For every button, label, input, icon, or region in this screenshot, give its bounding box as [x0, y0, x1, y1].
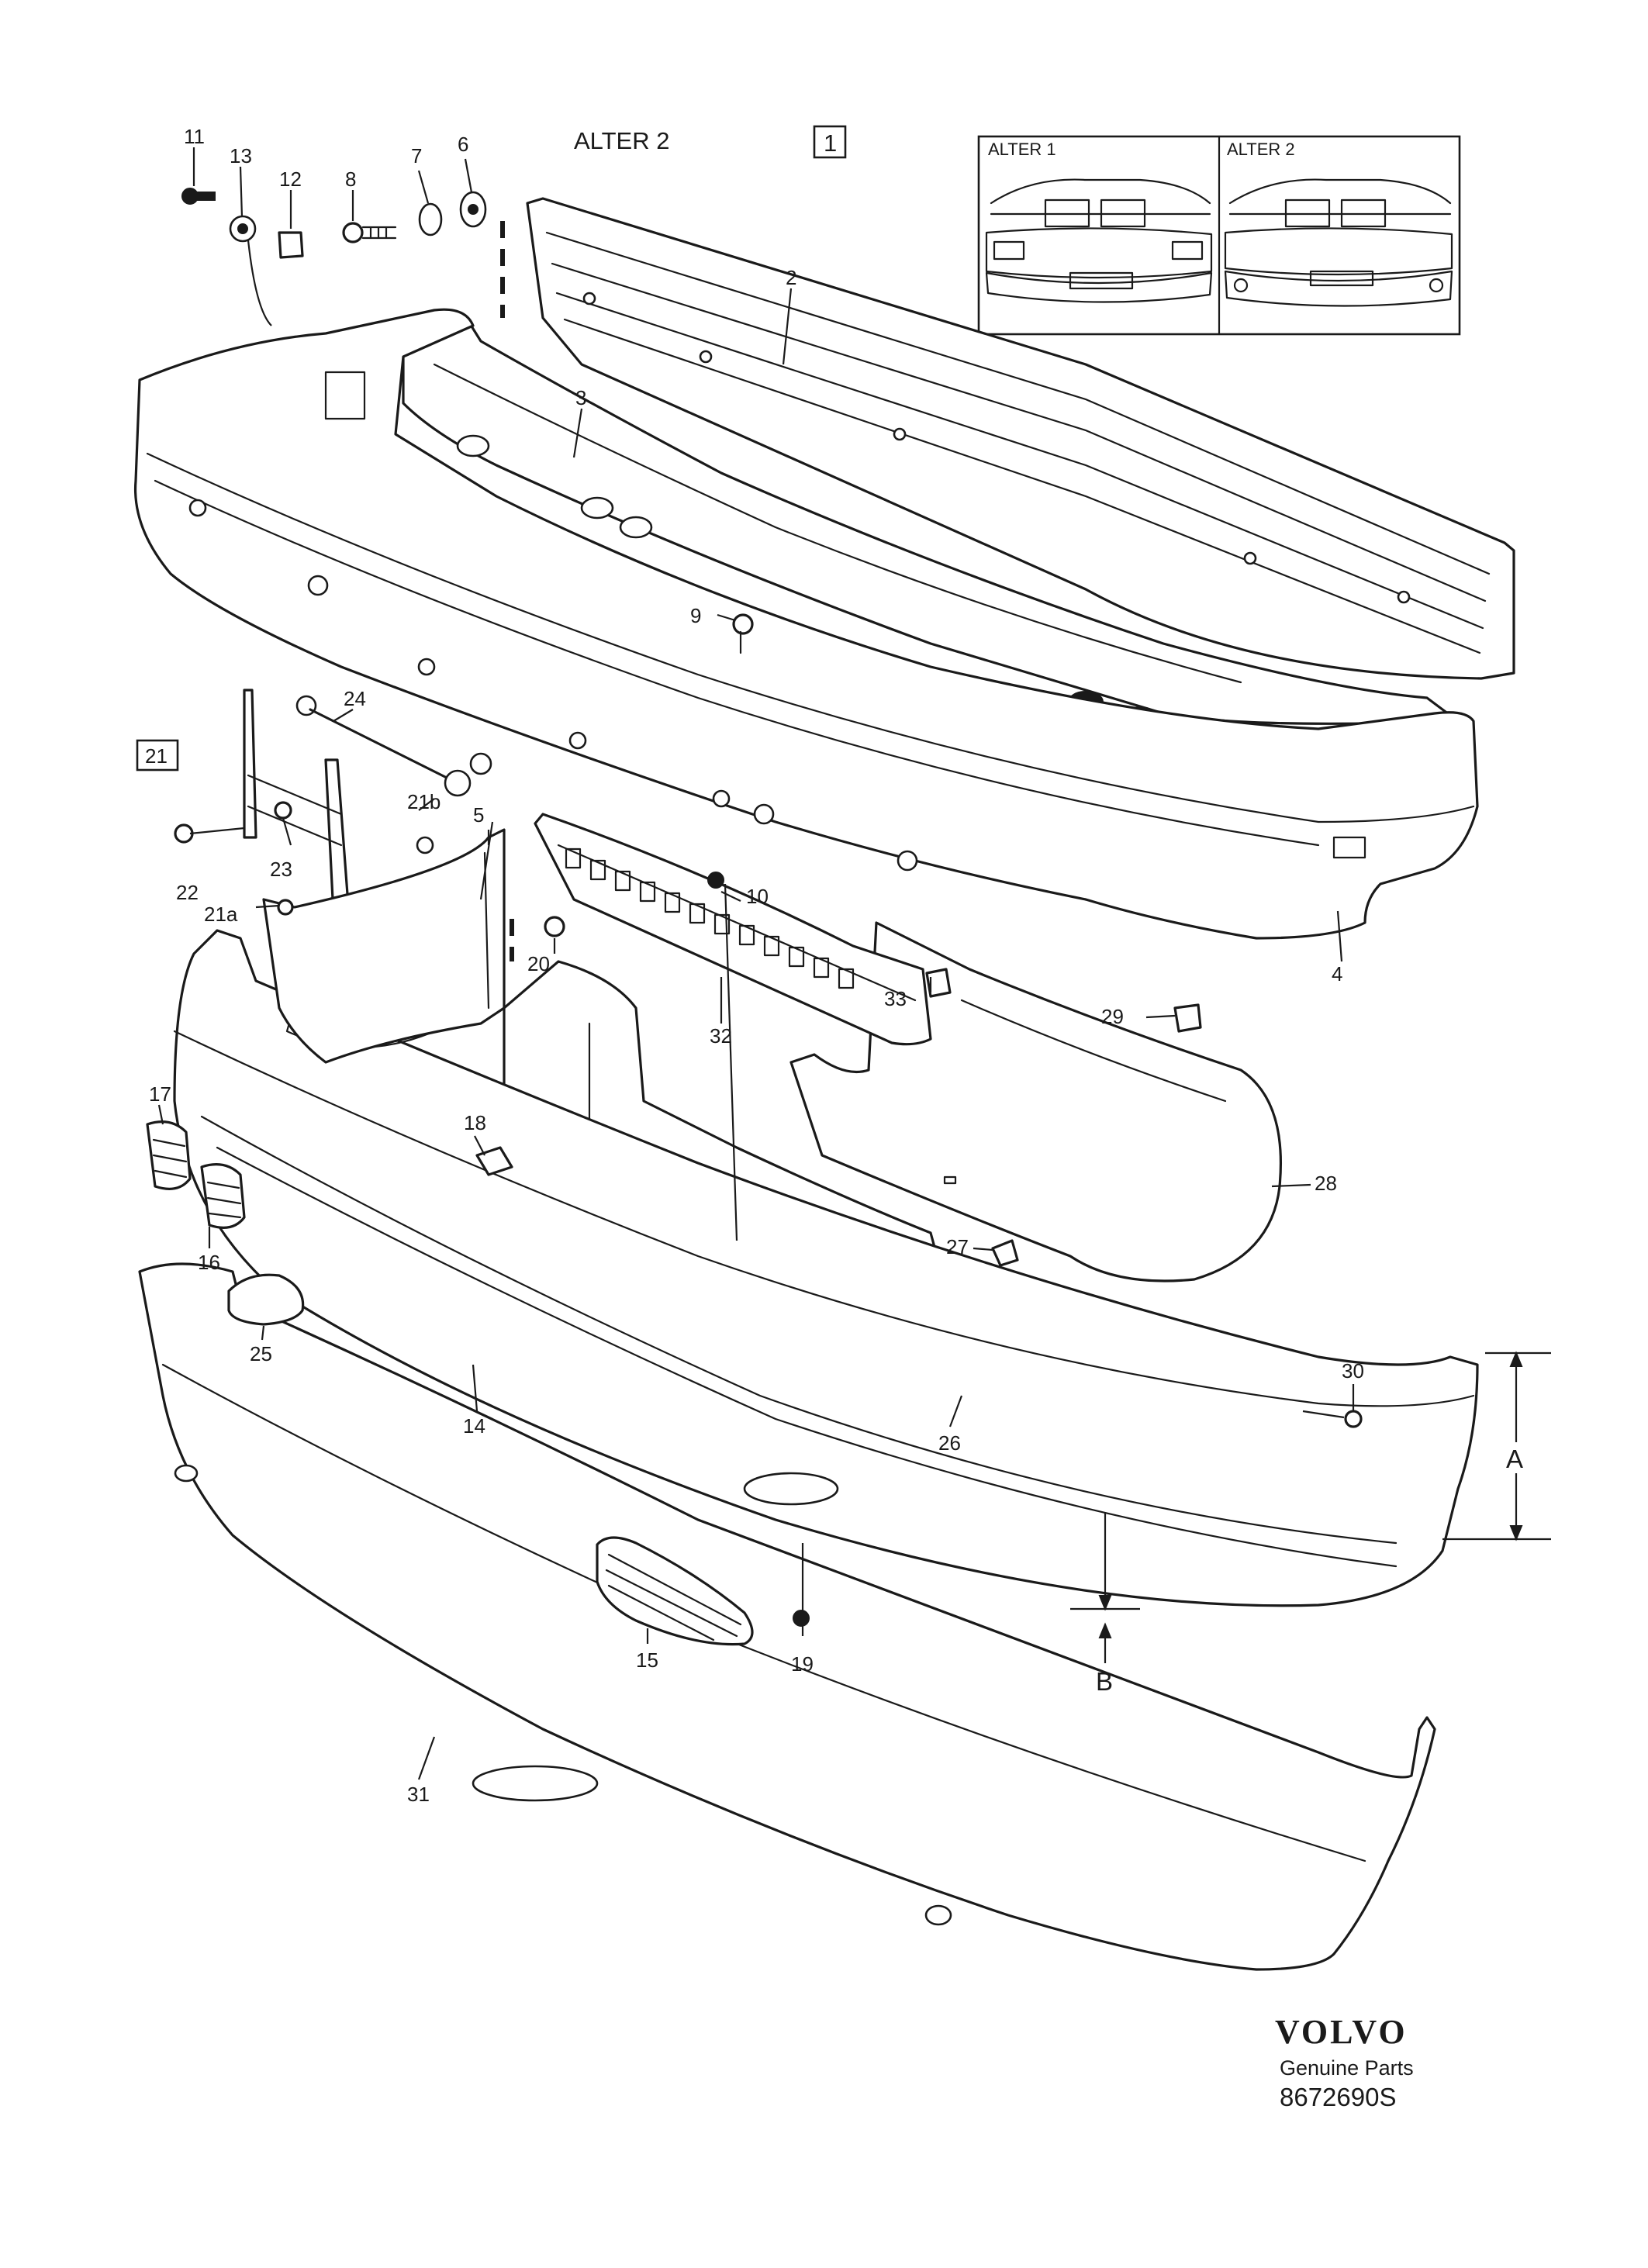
- variant-inset: ALTER 1 ALTER 2: [977, 135, 1461, 336]
- callout-29: 29: [1101, 1005, 1124, 1028]
- callout-18: 18: [464, 1111, 486, 1134]
- callout-33: 33: [884, 987, 907, 1010]
- callout-21: 21: [145, 744, 168, 768]
- grille-insert-part-32: [534, 813, 932, 1046]
- lower-spoiler-part-31: [138, 1262, 1436, 1971]
- callout-11: 11: [184, 125, 205, 148]
- group-box-frame: [813, 125, 847, 159]
- callouts: 11 13 12 8 7 6 2 3 9 10 4 24 21 21b 5 22…: [136, 125, 1364, 1806]
- callout-26: 26: [938, 1431, 961, 1455]
- dimension-a-label: A: [1506, 1445, 1523, 1473]
- inset-car-alter1: [985, 178, 1213, 303]
- callout-30: 30: [1342, 1359, 1364, 1383]
- callout-14: 14: [463, 1414, 485, 1438]
- inset-alter2-label: ALTER 2: [1227, 140, 1295, 159]
- bracket-assembly-part-21: [243, 689, 351, 917]
- callout-9: 9: [690, 604, 701, 627]
- fasteners: [174, 188, 1363, 1627]
- tie-rod-part-24: [295, 695, 472, 797]
- callout-21b: 21b: [407, 790, 441, 813]
- callout-6: 6: [458, 133, 468, 156]
- callout-10: 10: [746, 885, 769, 908]
- side-grille-part-16: [200, 1163, 246, 1229]
- footer-branding: VOLVO Genuine Parts 8672690S: [1275, 2013, 1414, 2111]
- callout-31: 31: [407, 1783, 430, 1806]
- side-grille-part-17: [146, 1120, 192, 1190]
- callout-12: 12: [279, 167, 302, 191]
- callout-15: 15: [636, 1648, 658, 1672]
- grille-part-2: [526, 197, 1515, 680]
- callout-19: 19: [791, 1652, 814, 1676]
- callout-22: 22: [176, 881, 199, 904]
- variant-label: ALTER 2: [574, 127, 669, 154]
- genuine-parts-label: Genuine Parts: [1280, 2056, 1414, 2080]
- callout-28: 28: [1315, 1172, 1337, 1195]
- callout-21-box: [136, 739, 179, 772]
- callout-5: 5: [473, 803, 484, 827]
- callout-8: 8: [345, 167, 356, 191]
- group-box-number: 1: [824, 129, 837, 157]
- callout-2: 2: [786, 266, 796, 289]
- callout-25: 25: [250, 1342, 272, 1365]
- callout-27: 27: [946, 1235, 969, 1258]
- dimension-b: B: [1070, 1512, 1140, 1696]
- callout-13: 13: [230, 144, 252, 167]
- volvo-logo: VOLVO: [1275, 2013, 1408, 2051]
- callout-16: 16: [198, 1251, 220, 1274]
- dimension-a: A: [1442, 1351, 1551, 1541]
- dimension-b-label: B: [1096, 1667, 1113, 1696]
- inset-alter1-label: ALTER 1: [988, 140, 1056, 159]
- cover-part-25: [227, 1273, 305, 1326]
- callout-23: 23: [270, 858, 292, 881]
- callout-17: 17: [149, 1082, 171, 1106]
- callout-4: 4: [1332, 962, 1342, 986]
- side-deflector-part-5: [262, 828, 506, 1064]
- callout-32: 32: [710, 1024, 732, 1048]
- fog-grille-part-15: [596, 1536, 754, 1646]
- diagram-code: 8672690S: [1280, 2083, 1396, 2111]
- leader-lines: [157, 147, 1355, 1780]
- callout-21a: 21a: [204, 903, 238, 926]
- inset-car-alter2: [1224, 178, 1453, 307]
- callout-7: 7: [411, 144, 422, 167]
- callout-3: 3: [575, 386, 586, 409]
- callout-24: 24: [344, 687, 366, 710]
- callout-20: 20: [527, 952, 550, 975]
- bumper-shell-part-4: [133, 308, 1479, 940]
